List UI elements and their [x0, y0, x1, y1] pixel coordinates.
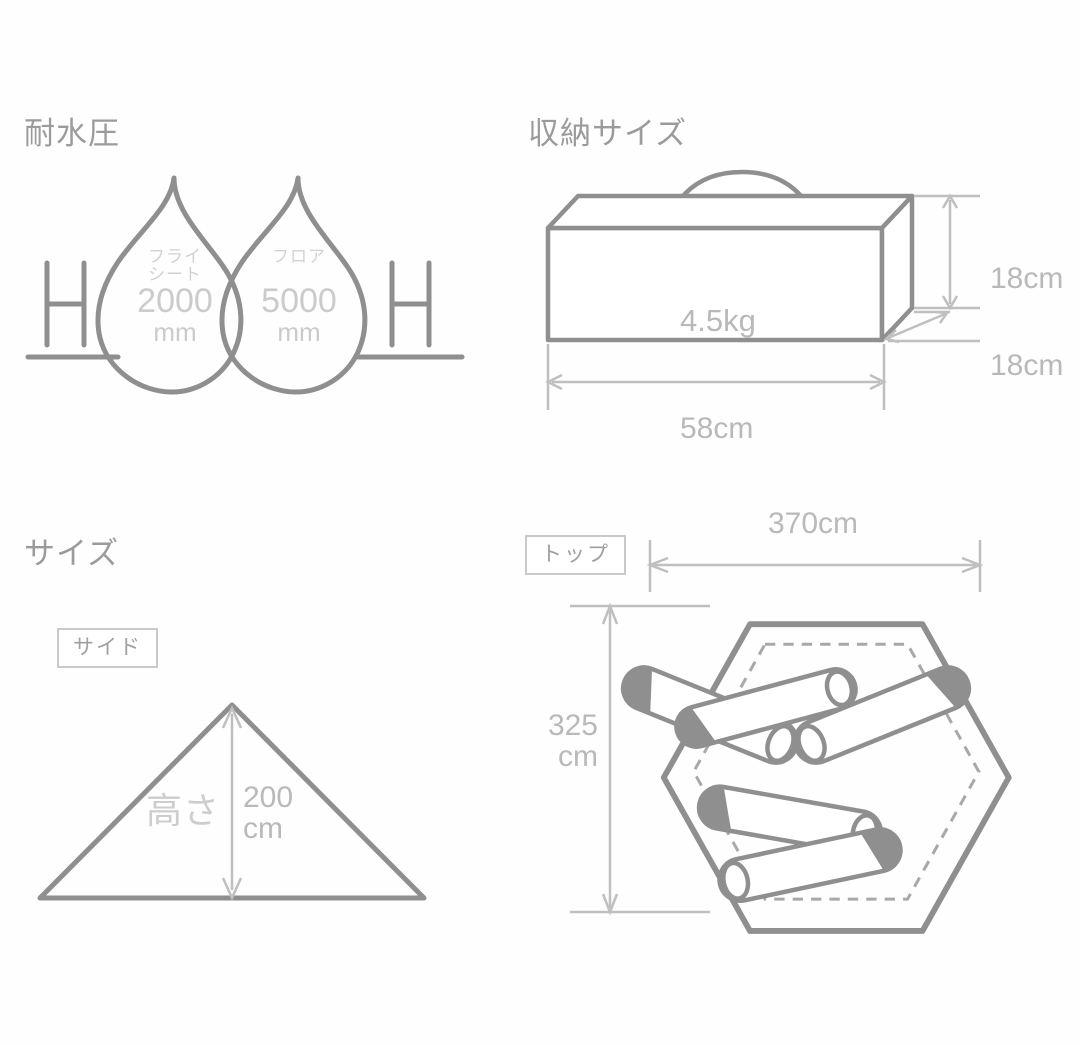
- sleeping-bag: [792, 665, 972, 765]
- top-view-badge: トップ: [525, 535, 626, 575]
- top-view-graphic: [510, 480, 1080, 1045]
- bag-width-dimension: [545, 344, 887, 410]
- size-title: サイズ: [24, 536, 120, 571]
- tent-inner-dashed-hexagon: [691, 642, 981, 901]
- bag-depth-dimension: [883, 310, 980, 344]
- bag-height-label: 18cm: [990, 262, 1064, 295]
- droplet-fly-sheet-icon: [95, 175, 244, 395]
- droplet-floor-icon: [219, 175, 368, 395]
- droplet-floor-value: 5000: [261, 281, 337, 320]
- top-depth-dimension: [570, 602, 710, 916]
- sleeping-bags-group: [620, 665, 972, 904]
- top-depth-number: 325: [547, 709, 598, 742]
- bag-height-dimension: [914, 193, 980, 311]
- top-view-panel: トップ: [510, 480, 1080, 1045]
- side-height-dimension: [221, 704, 243, 902]
- sleeping-bag: [717, 826, 903, 904]
- tent-footprint-hexagon: [660, 621, 1012, 934]
- top-depth-label: 325 cm: [542, 709, 598, 774]
- side-height-number: 200: [243, 781, 294, 814]
- storage-size-panel: 収納サイズ: [510, 0, 1080, 480]
- droplet-fly-sheet-value: 2000: [137, 281, 213, 320]
- h-mark-right-icon: [355, 260, 465, 360]
- bag-top-face: [545, 193, 915, 231]
- bag-weight-label: 4.5kg: [680, 303, 756, 338]
- droplet-fly-sheet-name-line2: シート: [148, 264, 202, 284]
- h-mark-left-icon: [25, 260, 121, 360]
- bag-width-label: 58cm: [680, 412, 754, 445]
- side-view-badge: サイド: [57, 628, 158, 668]
- droplet-floor-name-line1: フロア: [272, 247, 326, 266]
- top-width-dimension: [646, 540, 984, 592]
- bag-side-face: [879, 193, 915, 343]
- storage-size-title: 収納サイズ: [528, 116, 688, 151]
- water-pressure-panel: 耐水圧: [0, 0, 510, 480]
- droplet-fly-sheet-unit: mm: [153, 317, 197, 348]
- side-view-graphic: [0, 480, 510, 1045]
- droplet-floor-unit: mm: [277, 317, 321, 348]
- water-pressure-graphic: [0, 0, 510, 480]
- side-height-unit: cm: [243, 812, 283, 846]
- side-height-value: 200 cm: [243, 781, 294, 846]
- side-height-name: 高さ: [146, 790, 221, 831]
- droplet-label-fly-sheet: フライ シート 2000 mm: [120, 248, 230, 347]
- water-pressure-title: 耐水圧: [24, 116, 120, 151]
- top-depth-unit: cm: [558, 740, 598, 774]
- size-side-panel: サイズ サイド 高さ 200 cm: [0, 480, 510, 1045]
- droplet-label-floor: フロア 5000 mm: [244, 248, 354, 347]
- droplet-fly-sheet-name-line1: フライ: [148, 247, 202, 266]
- top-width-label: 370cm: [768, 507, 859, 540]
- sleeping-bag: [674, 667, 858, 749]
- bag-depth-label: 18cm: [990, 349, 1064, 382]
- storage-bag-graphic: [510, 0, 1080, 480]
